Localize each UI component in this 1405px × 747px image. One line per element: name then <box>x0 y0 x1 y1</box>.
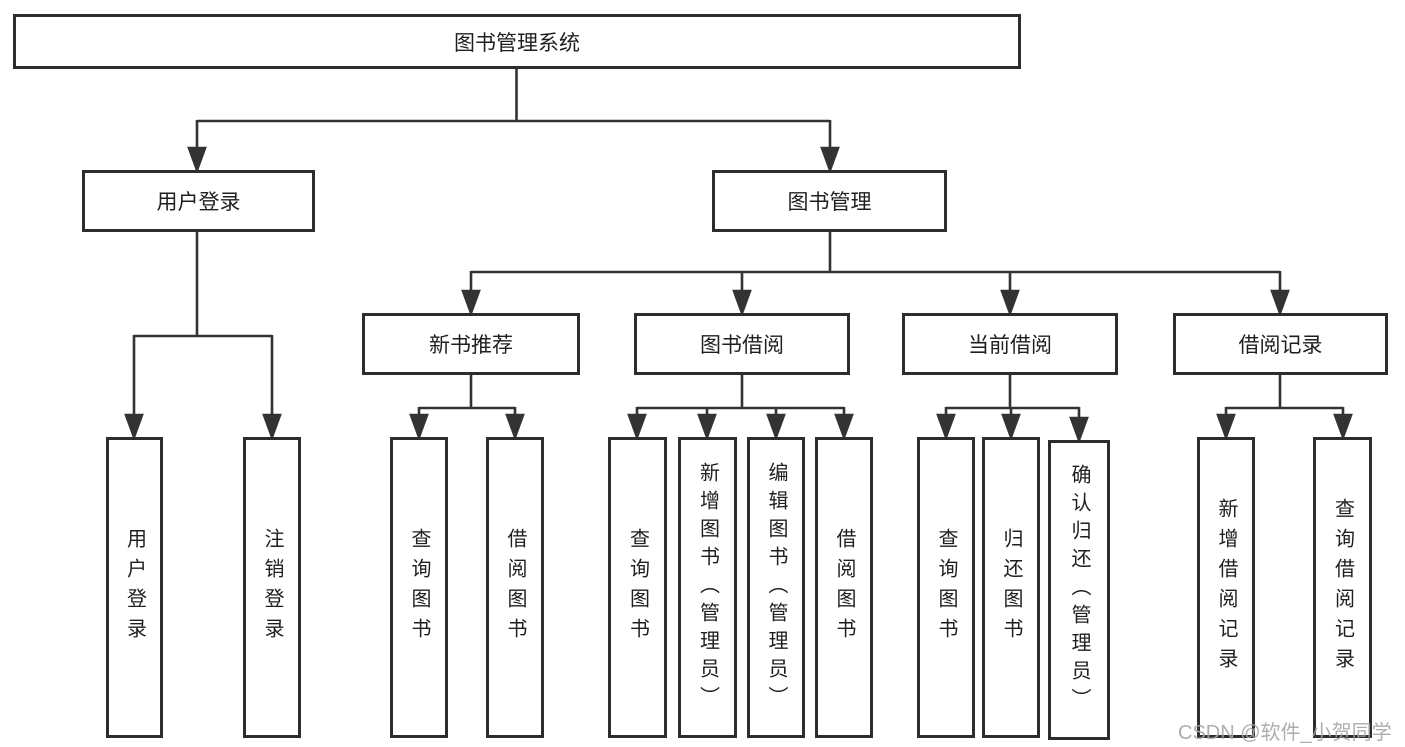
leaf-add-borrow-record: 新增借阅记录 <box>1197 437 1255 738</box>
leaf-add-books-admin: 新增图书（管理员） <box>678 437 737 738</box>
leaf-query-borrow-record-label: 查询借阅记录 <box>1331 497 1354 678</box>
node-book-management-label: 图书管理 <box>787 191 872 214</box>
leaf-query-books-recommend-label: 查询图书 <box>408 527 430 648</box>
leaf-logout-label: 注销登录 <box>261 527 283 648</box>
node-book-management: 图书管理 <box>712 170 947 232</box>
leaf-confirm-return-admin: 确认归还（管理员） <box>1048 440 1110 740</box>
leaf-confirm-return-admin-label: 确认归还（管理员） <box>1068 464 1090 716</box>
node-current-borrowing-label: 当前借阅 <box>968 334 1052 357</box>
leaf-query-books-borrowing-label: 查询图书 <box>626 527 649 648</box>
leaf-edit-books-admin-label: 编辑图书（管理员） <box>765 461 787 714</box>
leaf-user-login: 用户登录 <box>106 437 163 738</box>
leaf-return-books-label: 归还图书 <box>1000 527 1022 648</box>
node-user-login-label: 用户登录 <box>156 191 241 214</box>
node-borrowing-records-label: 借阅记录 <box>1238 334 1323 357</box>
leaf-return-books: 归还图书 <box>982 437 1040 738</box>
node-user-login: 用户登录 <box>82 170 315 232</box>
leaf-borrow-books-label: 借阅图书 <box>833 527 855 648</box>
leaf-borrow-books-recommend: 借阅图书 <box>486 437 544 738</box>
node-current-borrowing: 当前借阅 <box>902 313 1118 375</box>
node-root: 图书管理系统 <box>13 14 1021 69</box>
leaf-borrow-books-recommend-label: 借阅图书 <box>504 527 526 648</box>
node-book-borrowing-label: 图书借阅 <box>700 334 784 357</box>
leaf-query-books-current: 查询图书 <box>917 437 975 738</box>
leaf-add-books-admin-label: 新增图书（管理员） <box>696 461 719 714</box>
node-root-label: 图书管理系统 <box>454 31 580 55</box>
leaf-logout: 注销登录 <box>243 437 301 738</box>
node-new-book-recommend-label: 新书推荐 <box>429 334 513 357</box>
leaf-query-books-borrowing: 查询图书 <box>608 437 667 738</box>
watermark: CSDN @软件_小贺同学 <box>1178 722 1392 744</box>
leaf-edit-books-admin: 编辑图书（管理员） <box>747 437 805 738</box>
node-borrowing-records: 借阅记录 <box>1173 313 1388 375</box>
node-book-borrowing: 图书借阅 <box>634 313 850 375</box>
leaf-borrow-books: 借阅图书 <box>815 437 873 738</box>
node-new-book-recommend: 新书推荐 <box>362 313 580 375</box>
leaf-query-books-current-label: 查询图书 <box>935 527 957 648</box>
leaf-user-login-label: 用户登录 <box>123 527 146 648</box>
leaf-query-books-recommend: 查询图书 <box>390 437 448 738</box>
leaf-query-borrow-record: 查询借阅记录 <box>1313 437 1372 738</box>
leaf-add-borrow-record-label: 新增借阅记录 <box>1215 497 1237 678</box>
